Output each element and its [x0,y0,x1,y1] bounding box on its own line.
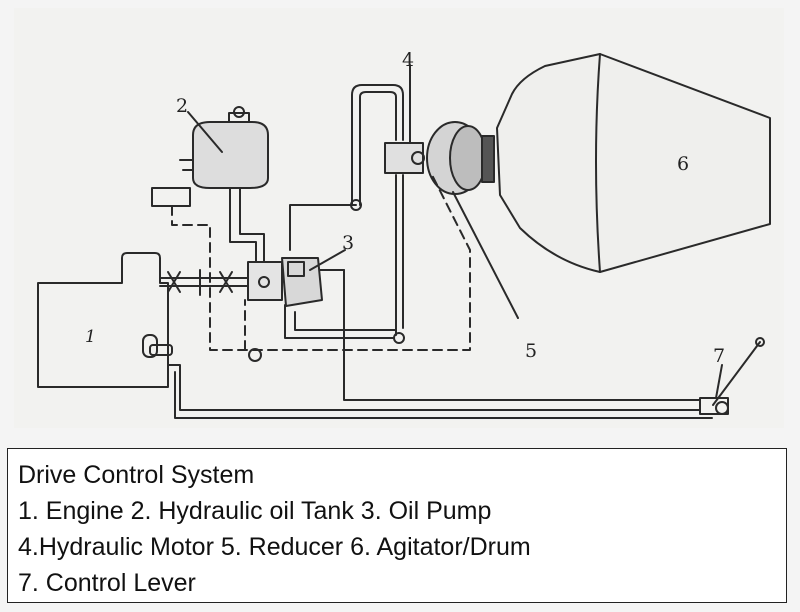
caption-title: Drive Control System [18,461,255,489]
caption-line-1: 1. Engine 2. Hydraulic oil Tank 3. Oil P… [18,497,492,525]
hydraulic-motor [384,64,425,174]
caption-line-3: 7. Control Lever [18,569,196,597]
agitator-drum [496,53,771,273]
label-tank: 2 [176,95,188,117]
caption-line-2: 4.Hydraulic Motor 5. Reducer 6. Agitator… [18,533,531,561]
sensor-box [151,187,191,207]
oil-pump [247,257,323,307]
drive-shaft [159,269,249,296]
label-engine: 1 [85,327,96,347]
label-pump: 3 [342,232,354,254]
pivot-point [248,348,262,362]
label-drum: 6 [677,153,689,175]
caption-box: Drive Control System 1. Engine 2. Hydrau… [7,448,787,603]
control-lever [699,337,765,415]
label-reducer: 5 [525,340,537,362]
reducer [426,121,519,319]
label-motor: 4 [402,49,414,71]
label-lever: 7 [713,345,725,367]
engine [37,252,173,388]
drive-control-diagram: 1 2 3 4 5 6 7 [37,49,771,419]
dashed-control-lines [171,174,471,351]
